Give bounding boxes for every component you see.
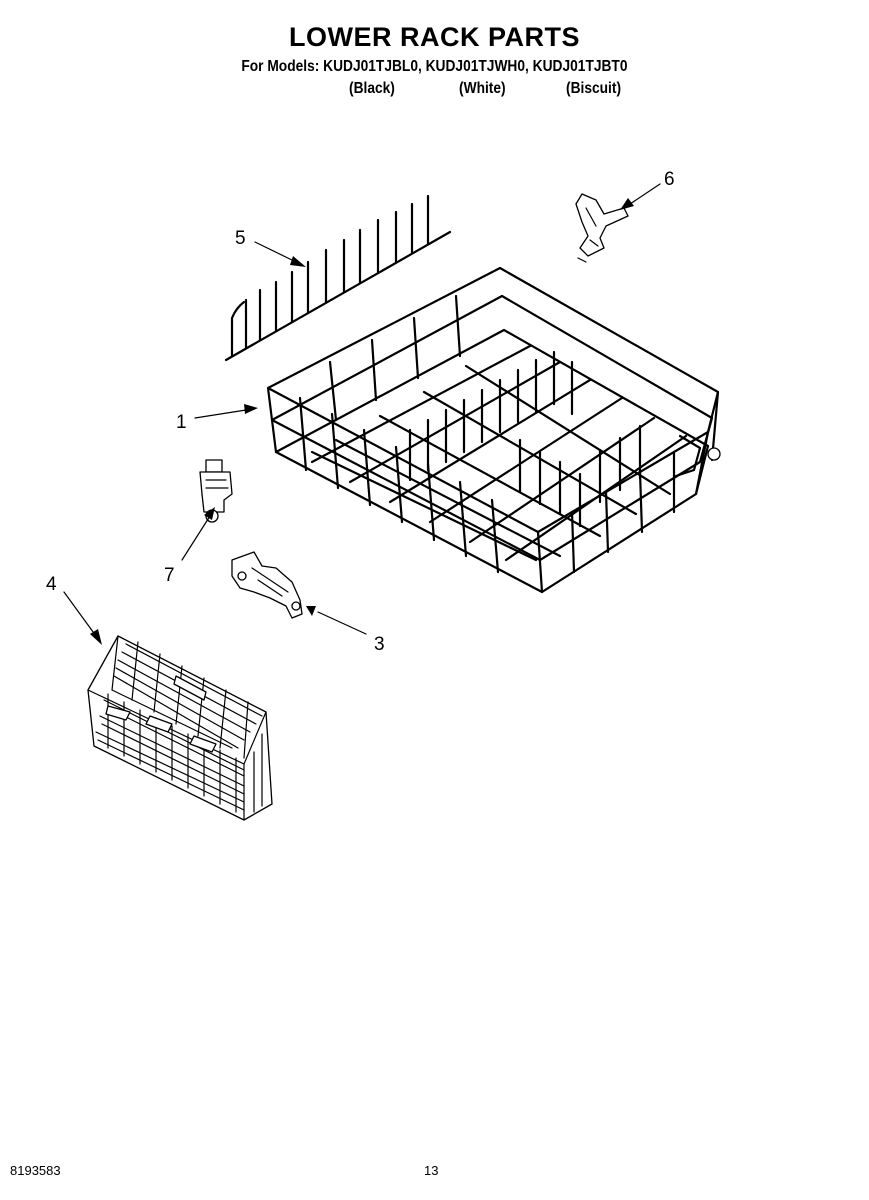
page-number: 13 — [424, 1163, 439, 1178]
callout-4: 4 — [46, 574, 57, 595]
tine-row-part — [224, 194, 452, 362]
page-title: LOWER RACK PARTS — [289, 22, 580, 52]
leader-lines — [63, 183, 661, 645]
rack-roller-bracket-part — [231, 551, 303, 619]
color-label-black: (Black) — [349, 80, 395, 97]
callout-7: 7 — [164, 565, 175, 586]
color-label-biscuit: (Biscuit) — [566, 80, 622, 97]
rack-wheel-clip-part — [199, 459, 233, 523]
document-number: 8193583 — [10, 1163, 61, 1178]
callout-1: 1 — [176, 412, 187, 433]
callout-6: 6 — [664, 169, 675, 190]
color-label-white: (White) — [459, 80, 506, 97]
callout-5: 5 — [235, 228, 246, 249]
rack-clip-part — [575, 193, 629, 263]
callout-3: 3 — [374, 634, 385, 655]
models-line: For Models: KUDJ01TJBL0, KUDJ01TJWH0, KU… — [241, 58, 628, 75]
lower-rack-part — [266, 266, 721, 594]
silverware-basket-part — [87, 635, 273, 821]
